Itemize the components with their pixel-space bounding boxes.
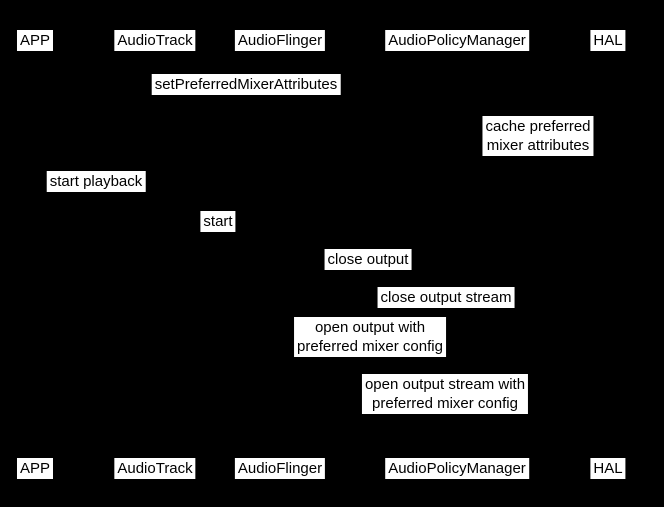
- participant-top-app: APP: [16, 30, 54, 51]
- message-label-cache-preferred-mixer-attributes: cache preferred mixer attributes: [482, 116, 594, 156]
- message-label-close-output-stream: close output stream: [377, 287, 515, 308]
- participant-bottom-audiotrack: AudioTrack: [114, 458, 196, 479]
- message-label-start-playback: start playback: [46, 171, 146, 192]
- participant-top-audiotrack: AudioTrack: [114, 30, 196, 51]
- participant-bottom-audioflinger: AudioFlinger: [234, 458, 326, 479]
- message-label-set-preferred-mixer-attributes: setPreferredMixerAttributes: [151, 74, 341, 95]
- participant-top-hal: HAL: [590, 30, 626, 51]
- participant-top-audiopolicymanager: AudioPolicyManager: [385, 30, 529, 51]
- participant-bottom-audiopolicymanager: AudioPolicyManager: [385, 458, 529, 479]
- message-label-start: start: [200, 211, 236, 232]
- message-label-open-output-stream-with-preferred-mixer-config: open output stream with preferred mixer …: [361, 374, 529, 414]
- participant-top-audioflinger: AudioFlinger: [234, 30, 326, 51]
- participant-bottom-hal: HAL: [590, 458, 626, 479]
- message-label-open-output-with-preferred-mixer-config: open output with preferred mixer config: [294, 317, 446, 357]
- message-label-close-output: close output: [324, 249, 412, 270]
- participant-bottom-app: APP: [16, 458, 54, 479]
